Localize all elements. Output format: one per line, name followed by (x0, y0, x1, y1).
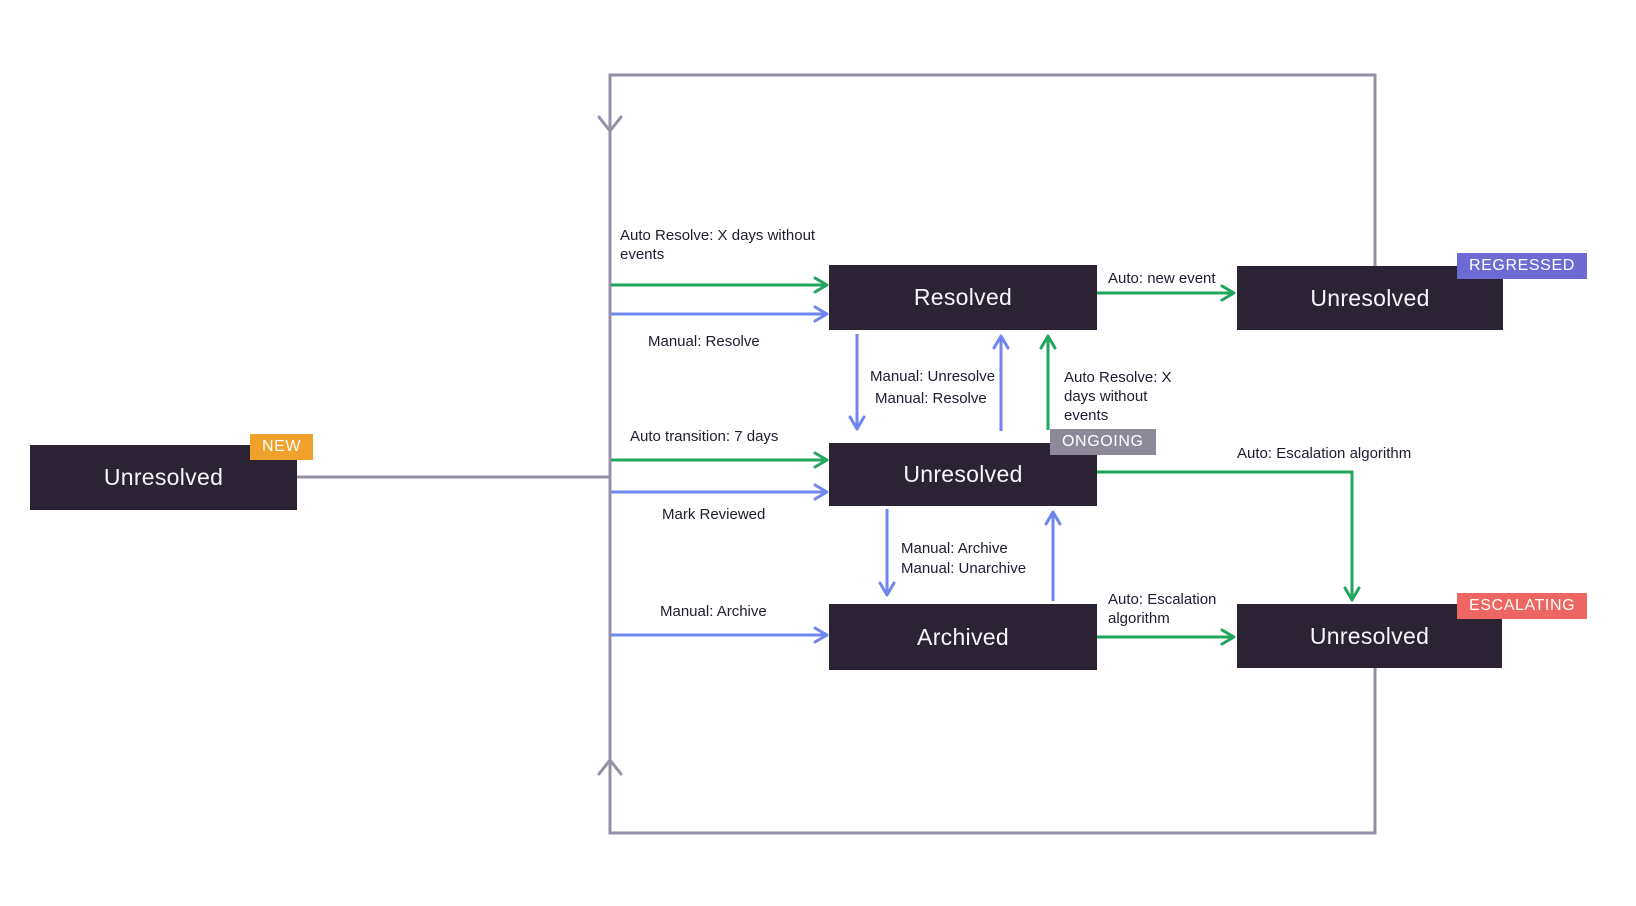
label-auto-transition: Auto transition: 7 days (630, 428, 779, 445)
state-unresolved-new: Unresolved (30, 445, 297, 510)
label-manual-archive-mid: Manual: Archive (901, 540, 1008, 557)
label-manual-resolve-mid: Manual: Resolve (875, 390, 987, 407)
badge-regressed: REGRESSED (1457, 253, 1587, 279)
badge-escalating: ESCALATING (1457, 593, 1588, 619)
loop-down-arrowhead (597, 115, 623, 133)
label-auto-new-event: Auto: new event (1108, 270, 1216, 287)
label-mark-reviewed: Mark Reviewed (662, 506, 766, 523)
label-auto-escalation-from-ongoing: Auto: Escalation algorithm (1237, 445, 1412, 462)
loop-up-arrowhead (597, 758, 623, 776)
label-manual-resolve-to-resolved: Manual: Resolve (648, 333, 760, 350)
edge-auto-escalation-from-ongoing (1097, 470, 1361, 602)
label-auto-resolve-to-resolved: Auto Resolve: X days without events (620, 227, 816, 263)
label-manual-unarchive: Manual: Unarchive (901, 560, 1027, 577)
state-archived: Archived (829, 604, 1097, 670)
badge-ongoing: ONGOING (1050, 429, 1156, 455)
label-auto-escalation-from-archived: Auto: Escalation algorithm (1108, 591, 1217, 627)
label-manual-unresolve: Manual: Unresolve (870, 368, 996, 385)
badge-new: NEW (250, 434, 314, 460)
label-auto-resolve-mid: Auto Resolve: X days without events (1064, 369, 1172, 424)
label-manual-archive-left: Manual: Archive (660, 603, 767, 620)
state-resolved: Resolved (829, 265, 1097, 330)
loop-line (608, 73, 1377, 835)
